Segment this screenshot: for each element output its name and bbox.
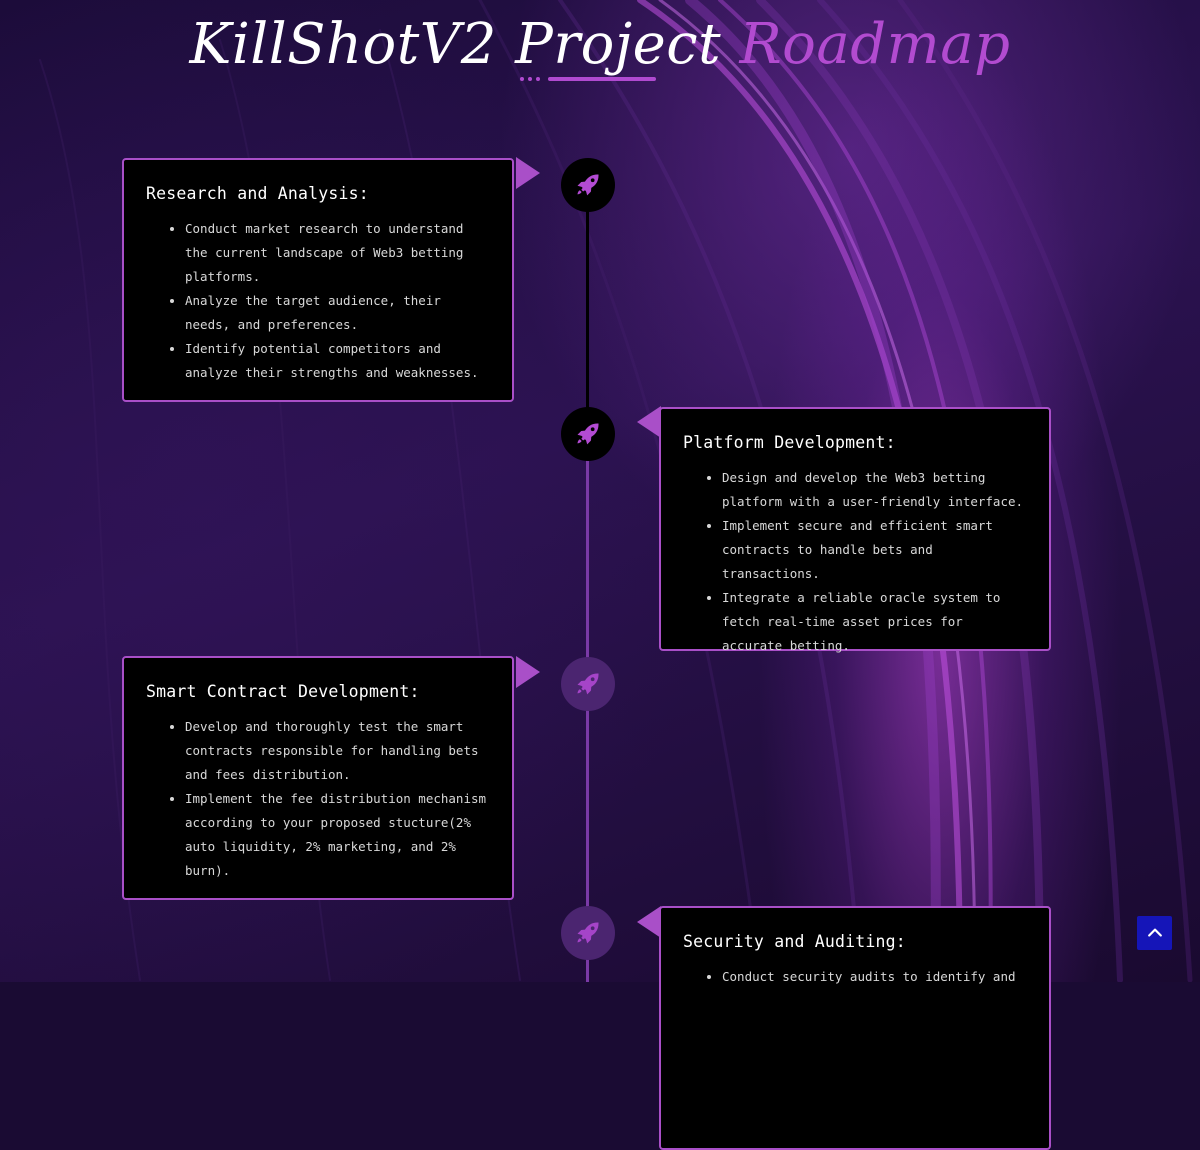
roadmap-card-platform: Platform Development: Design and develop… xyxy=(659,407,1051,653)
card-title: Smart Contract Development: xyxy=(146,682,420,701)
timeline-node xyxy=(561,657,615,711)
card-list: Design and develop the Web3 betting plat… xyxy=(683,466,1027,658)
underline-dot xyxy=(520,77,524,81)
rocket-icon xyxy=(577,423,599,445)
card-list-item: Integrate a reliable oracle system to fe… xyxy=(722,586,1027,658)
timeline-node xyxy=(561,906,615,960)
underline-bar xyxy=(548,77,656,81)
card-pointer xyxy=(637,906,661,938)
card-list-item: Implement secure and efficient smart con… xyxy=(722,514,1027,586)
chevron-up-icon xyxy=(1147,928,1162,937)
title-underline xyxy=(520,77,660,81)
timeline-line-active xyxy=(586,210,589,410)
card-list-item: Conduct security audits to identify and xyxy=(722,965,1027,989)
card-title: Platform Development: xyxy=(683,433,896,452)
page-title: KillShotV2 Project Roadmap xyxy=(0,10,1200,80)
roadmap-card-smart-contract: Smart Contract Development: Develop and … xyxy=(122,656,514,900)
card-list: Conduct security audits to identify and xyxy=(683,965,1027,989)
card-list-item: Identify potential competitors and analy… xyxy=(185,337,490,385)
timeline-node xyxy=(561,158,615,212)
timeline-line xyxy=(586,210,589,982)
card-title: Research and Analysis: xyxy=(146,184,369,203)
rocket-icon xyxy=(577,673,599,695)
card-title: Security and Auditing: xyxy=(683,932,906,951)
page-title-main: KillShotV2 Project xyxy=(189,12,722,77)
card-pointer xyxy=(516,157,540,189)
card-list-item: Conduct market research to understand th… xyxy=(185,217,490,289)
card-list-item: Develop and thoroughly test the smart co… xyxy=(185,715,490,787)
card-list: Develop and thoroughly test the smart co… xyxy=(146,715,490,883)
card-pointer xyxy=(637,406,661,438)
roadmap-card-security: Security and Auditing: Conduct security … xyxy=(659,906,1051,1150)
card-pointer xyxy=(516,656,540,688)
page-header: KillShotV2 Project Roadmap xyxy=(0,10,1200,80)
roadmap-card-research: Research and Analysis: Conduct market re… xyxy=(122,158,514,402)
scroll-to-top-button[interactable] xyxy=(1137,916,1172,950)
timeline-node xyxy=(561,407,615,461)
card-list-item: Implement the fee distribution mechanism… xyxy=(185,787,490,883)
rocket-icon xyxy=(577,922,599,944)
underline-dot xyxy=(536,77,540,81)
rocket-icon xyxy=(577,174,599,196)
card-list: Conduct market research to understand th… xyxy=(146,217,490,385)
card-list-item: Design and develop the Web3 betting plat… xyxy=(722,466,1027,514)
page-title-accent: Roadmap xyxy=(739,12,1011,77)
underline-dot xyxy=(528,77,532,81)
card-list-item: Analyze the target audience, their needs… xyxy=(185,289,490,337)
